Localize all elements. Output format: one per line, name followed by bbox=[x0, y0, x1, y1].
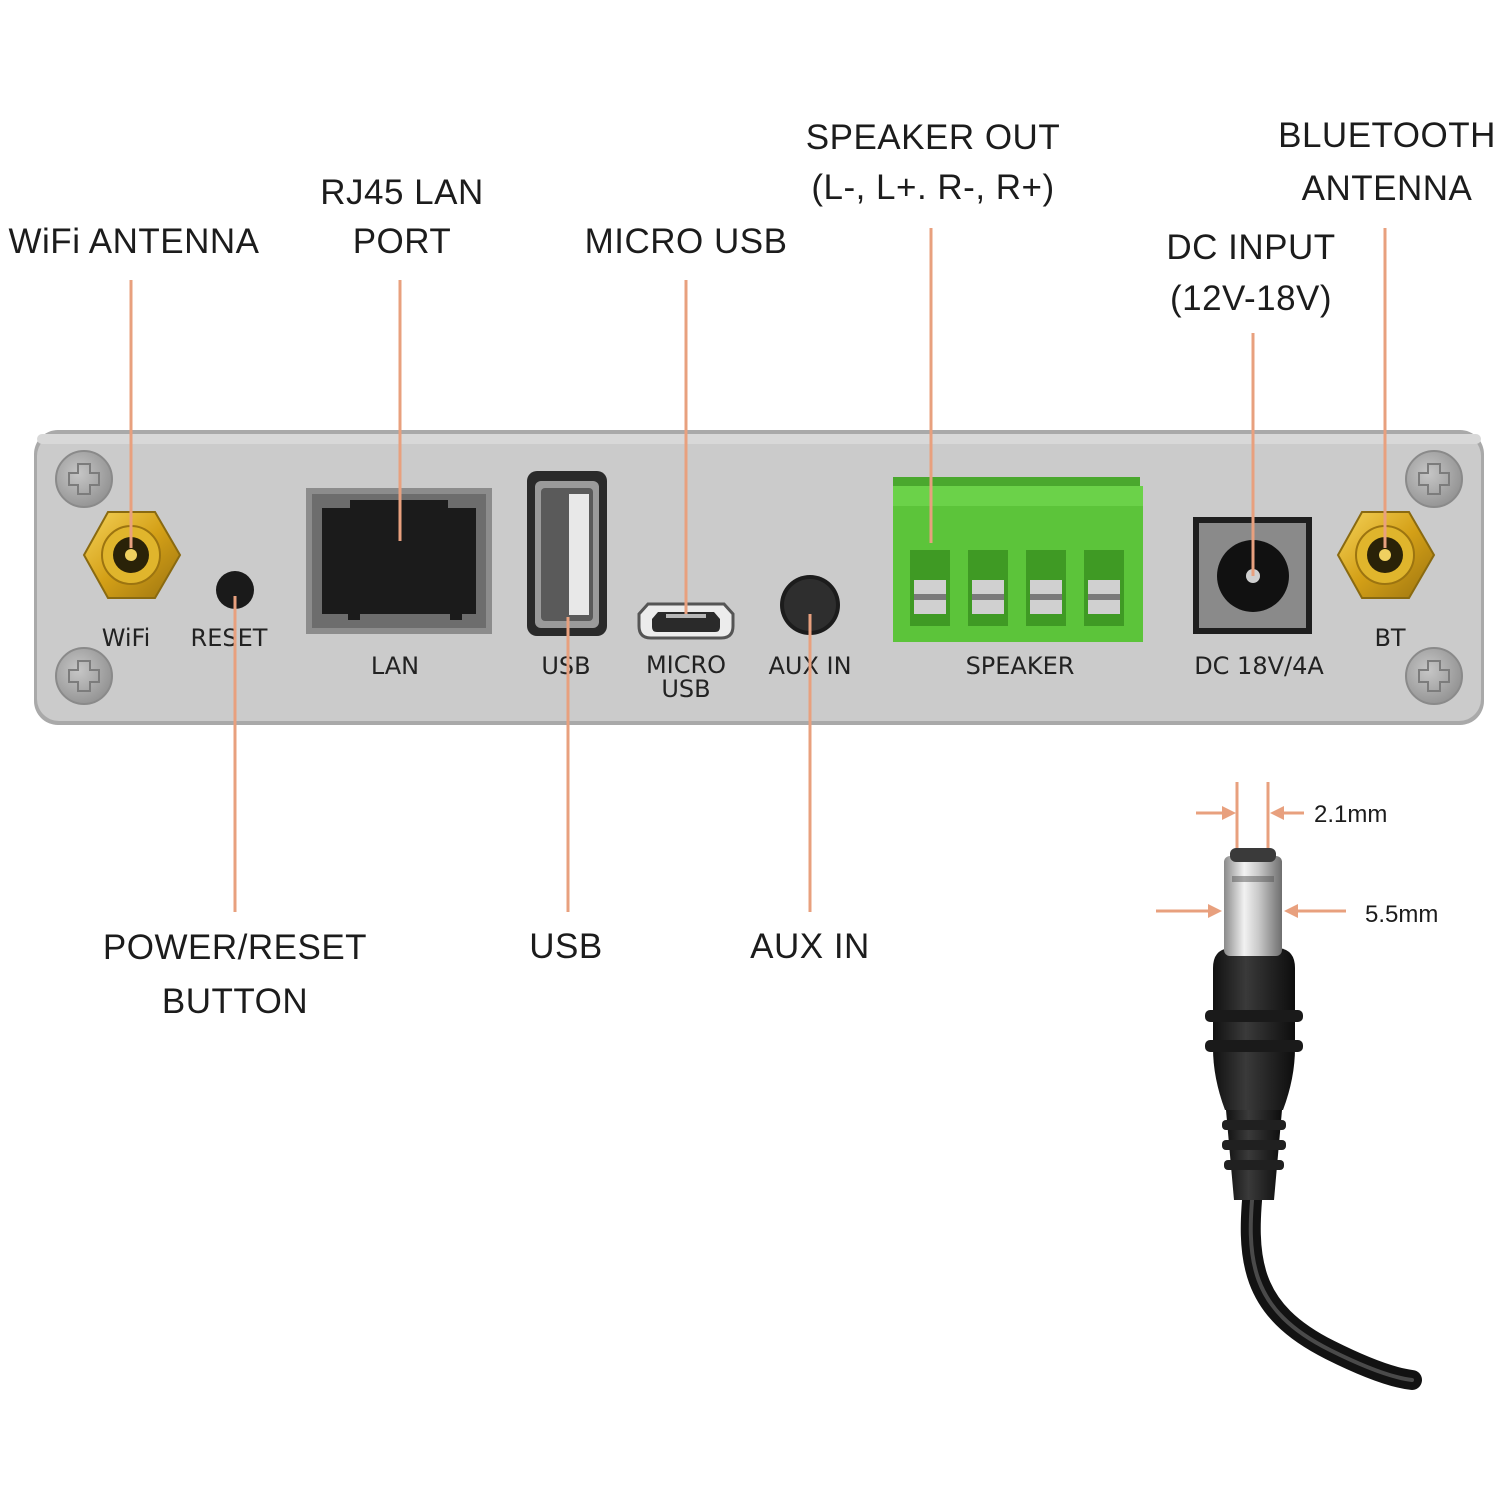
panel-label-bt: BT bbox=[1374, 624, 1405, 652]
micro-usb-port[interactable] bbox=[637, 602, 735, 640]
callout-aux-in: AUX IN bbox=[750, 927, 870, 966]
usb-a-port[interactable] bbox=[527, 471, 607, 636]
screw-icon bbox=[1405, 450, 1463, 508]
callout-bt-antenna-line2: ANTENNA bbox=[1302, 169, 1473, 208]
callout-speaker-out-line2: (L-, L+. R-, R+) bbox=[811, 168, 1054, 207]
panel-label-micro-usb-2: USB bbox=[661, 675, 710, 703]
panel-label-micro-usb-1: MICRO bbox=[646, 651, 726, 679]
screw-icon bbox=[55, 647, 113, 705]
callout-usb: USB bbox=[529, 927, 602, 966]
rj45-lan-port[interactable] bbox=[306, 488, 492, 634]
wifi-antenna-connector[interactable] bbox=[82, 511, 182, 599]
dim-label-outer: 5.5mm bbox=[1365, 901, 1438, 928]
screw-icon bbox=[55, 450, 113, 508]
panel-label-reset: RESET bbox=[191, 624, 268, 652]
dimension-markers bbox=[1156, 782, 1346, 918]
callout-speaker-out-line1: SPEAKER OUT bbox=[806, 118, 1060, 157]
bt-antenna-connector[interactable] bbox=[1336, 511, 1436, 599]
panel-label-speaker: SPEAKER bbox=[966, 652, 1075, 680]
callout-bt-antenna-line1: BLUETOOTH bbox=[1278, 116, 1496, 155]
callout-dc-input-line2: (12V-18V) bbox=[1170, 279, 1332, 318]
callout-micro-usb: MICRO USB bbox=[585, 222, 788, 261]
callout-rj45-line2: PORT bbox=[353, 222, 452, 261]
screw-icon bbox=[1405, 647, 1463, 705]
speaker-terminal-block[interactable] bbox=[893, 477, 1143, 642]
callout-wifi-antenna: WiFi ANTENNA bbox=[9, 222, 260, 261]
panel-label-usb: USB bbox=[541, 652, 590, 680]
callout-power-reset-line1: POWER/RESET bbox=[103, 928, 367, 967]
dim-label-inner: 2.1mm bbox=[1314, 801, 1387, 828]
dc-plug-illustration bbox=[1205, 848, 1422, 1390]
panel-label-wifi: WiFi bbox=[102, 624, 151, 652]
panel-label-dc: DC 18V/4A bbox=[1194, 652, 1324, 680]
reset-button[interactable] bbox=[216, 571, 254, 609]
leader-lines bbox=[129, 228, 1387, 912]
panel-label-lan: LAN bbox=[371, 652, 419, 680]
callout-rj45-line1: RJ45 LAN bbox=[320, 173, 484, 212]
callout-dc-input-line1: DC INPUT bbox=[1166, 228, 1335, 267]
aux-in-jack[interactable] bbox=[780, 575, 840, 635]
callout-power-reset-line2: BUTTON bbox=[162, 982, 308, 1021]
